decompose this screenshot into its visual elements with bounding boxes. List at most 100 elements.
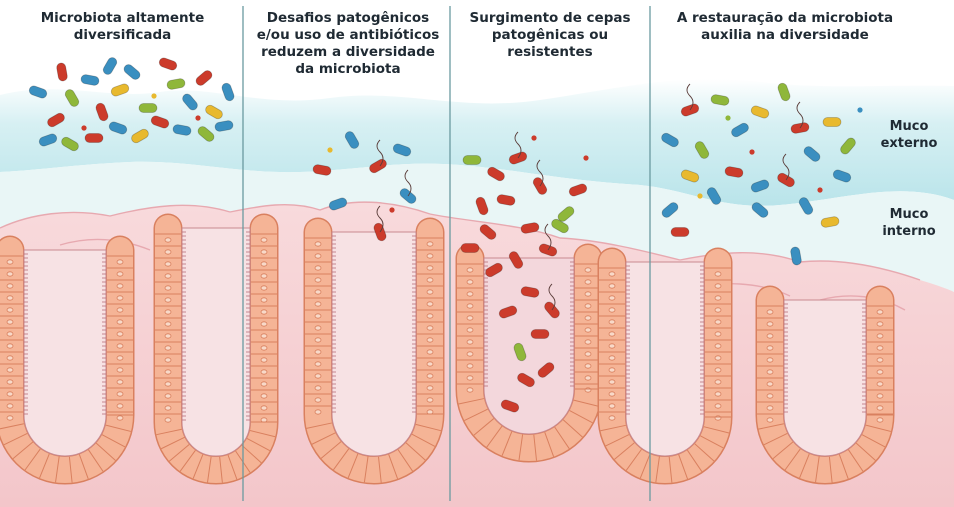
cell-nucleus bbox=[315, 326, 321, 330]
cell-nucleus bbox=[585, 376, 591, 380]
cell-nucleus bbox=[315, 242, 321, 246]
cell-nucleus bbox=[609, 416, 615, 420]
bacterium bbox=[671, 228, 689, 237]
cell-nucleus bbox=[609, 296, 615, 300]
cell-nucleus bbox=[261, 286, 267, 290]
outer-mucus-label: Muco externo bbox=[874, 118, 944, 152]
cell-nucleus bbox=[609, 284, 615, 288]
cell-nucleus bbox=[467, 388, 473, 392]
cell-nucleus bbox=[609, 392, 615, 396]
cell-nucleus bbox=[117, 308, 123, 312]
cell-nucleus bbox=[261, 394, 267, 398]
cell-nucleus bbox=[165, 370, 171, 374]
cell-nucleus bbox=[609, 380, 615, 384]
cell-nucleus bbox=[427, 290, 433, 294]
panel-2-title-line4: da microbiota bbox=[246, 61, 450, 78]
cell-nucleus bbox=[609, 404, 615, 408]
cell-nucleus bbox=[7, 308, 13, 312]
cell-nucleus bbox=[261, 274, 267, 278]
cell-nucleus bbox=[427, 242, 433, 246]
cell-nucleus bbox=[315, 338, 321, 342]
cell-nucleus bbox=[585, 364, 591, 368]
cell-nucleus bbox=[715, 356, 721, 360]
cell-nucleus bbox=[315, 290, 321, 294]
cell-nucleus bbox=[261, 298, 267, 302]
cell-nucleus bbox=[609, 332, 615, 336]
cell-nucleus bbox=[117, 296, 123, 300]
cell-nucleus bbox=[7, 320, 13, 324]
cell-nucleus bbox=[117, 368, 123, 372]
cell-nucleus bbox=[715, 332, 721, 336]
cell-nucleus bbox=[427, 386, 433, 390]
cell-nucleus bbox=[585, 340, 591, 344]
crypt bbox=[305, 232, 443, 483]
cell-nucleus bbox=[877, 394, 883, 398]
cell-nucleus bbox=[427, 338, 433, 342]
cell-nucleus bbox=[165, 418, 171, 422]
cell-nucleus bbox=[467, 304, 473, 308]
cell-nucleus bbox=[7, 260, 13, 264]
cell-nucleus bbox=[467, 316, 473, 320]
crypt-lumen bbox=[484, 258, 574, 434]
cell-nucleus bbox=[117, 404, 123, 408]
cell-nucleus bbox=[427, 362, 433, 366]
crypt bbox=[155, 228, 277, 483]
bacterium-dot bbox=[151, 93, 156, 98]
cell-nucleus bbox=[165, 346, 171, 350]
cell-nucleus bbox=[427, 302, 433, 306]
cell-nucleus bbox=[609, 356, 615, 360]
cell-nucleus bbox=[877, 370, 883, 374]
cell-nucleus bbox=[7, 416, 13, 420]
cell-nucleus bbox=[117, 344, 123, 348]
cell-nucleus bbox=[467, 280, 473, 284]
cell-nucleus bbox=[315, 410, 321, 414]
cell-nucleus bbox=[165, 310, 171, 314]
cell-nucleus bbox=[7, 392, 13, 396]
cell-nucleus bbox=[585, 388, 591, 392]
crypt bbox=[599, 262, 731, 483]
bacterium bbox=[122, 63, 142, 81]
cell-nucleus bbox=[467, 268, 473, 272]
cell-nucleus bbox=[609, 308, 615, 312]
cell-nucleus bbox=[7, 404, 13, 408]
panel-title-4: A restauração da microbiota auxilia na d… bbox=[660, 10, 910, 44]
cell-nucleus bbox=[877, 406, 883, 410]
cell-nucleus bbox=[261, 382, 267, 386]
cell-nucleus bbox=[315, 398, 321, 402]
panel-4-title-line1: A restauração da microbiota bbox=[660, 10, 910, 27]
inner-mucus-label-line1: Muco bbox=[874, 206, 944, 223]
cell-nucleus bbox=[315, 302, 321, 306]
bacterium bbox=[194, 69, 214, 87]
cell-nucleus bbox=[715, 284, 721, 288]
crypt bbox=[0, 250, 133, 483]
cell-nucleus bbox=[715, 368, 721, 372]
cell-nucleus bbox=[165, 394, 171, 398]
cell-nucleus bbox=[165, 406, 171, 410]
cell-nucleus bbox=[7, 272, 13, 276]
bacterium bbox=[102, 56, 119, 76]
panel-title-2: Desafios patogênicos e/ou uso de antibió… bbox=[246, 10, 450, 78]
panel-3-title-line3: resistentes bbox=[452, 44, 648, 61]
cell-nucleus bbox=[165, 238, 171, 242]
panel-3-title-line2: patogênicas ou bbox=[452, 27, 648, 44]
cell-nucleus bbox=[715, 404, 721, 408]
cell-nucleus bbox=[427, 398, 433, 402]
bacterium-dot bbox=[531, 135, 536, 140]
cell-nucleus bbox=[715, 344, 721, 348]
cell-nucleus bbox=[877, 310, 883, 314]
cell-nucleus bbox=[261, 334, 267, 338]
cell-nucleus bbox=[261, 250, 267, 254]
bacterium bbox=[56, 62, 68, 81]
crypt-lumen bbox=[332, 232, 416, 456]
cell-nucleus bbox=[877, 334, 883, 338]
cell-nucleus bbox=[877, 382, 883, 386]
cell-nucleus bbox=[427, 254, 433, 258]
cell-nucleus bbox=[165, 286, 171, 290]
cell-nucleus bbox=[767, 358, 773, 362]
cell-nucleus bbox=[585, 268, 591, 272]
bacterium-dot bbox=[389, 207, 394, 212]
cell-nucleus bbox=[767, 322, 773, 326]
cell-nucleus bbox=[165, 298, 171, 302]
inner-mucus-label: Muco interno bbox=[874, 206, 944, 240]
